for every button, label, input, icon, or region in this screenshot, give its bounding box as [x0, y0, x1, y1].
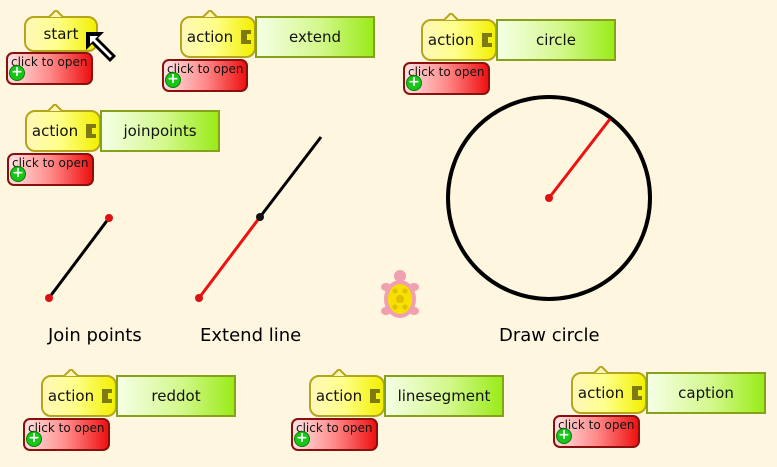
join-point-a — [45, 294, 53, 302]
joinpoints-open-button[interactable]: click to open + — [7, 153, 94, 186]
extend-action-label: action — [186, 28, 234, 46]
connector-icon — [241, 30, 251, 44]
join-points-figure — [45, 214, 113, 302]
linesegment-open-button[interactable]: click to open + — [291, 418, 378, 451]
arrow-cursor-icon — [86, 32, 116, 62]
drawn-circle — [446, 95, 652, 301]
open-label: click to open — [11, 55, 88, 69]
join-point-b — [105, 214, 113, 222]
linesegment-action-label: action — [315, 387, 363, 405]
circle-name: circle — [536, 31, 576, 49]
plus-icon[interactable]: + — [406, 75, 422, 91]
circle-action-hat[interactable]: action — [421, 13, 497, 61]
joinpoints-name: joinpoints — [123, 122, 197, 140]
start-label: start — [43, 25, 79, 43]
extend-extension — [258, 136, 323, 218]
extend-open-button[interactable]: click to open + — [162, 59, 248, 92]
connector-icon — [370, 389, 380, 403]
connector-icon — [86, 124, 96, 138]
join-line — [47, 217, 111, 299]
extend-segment — [197, 216, 262, 299]
connector-icon — [482, 33, 492, 47]
circle-action-label: action — [427, 31, 475, 49]
start-hat[interactable]: start — [24, 10, 98, 52]
linesegment-name: linesegment — [397, 387, 491, 405]
caption-extend-line: Extend line — [200, 325, 302, 346]
circle-center — [545, 194, 553, 202]
caption-action-label: action — [577, 384, 625, 402]
plus-icon[interactable]: + — [26, 431, 42, 447]
caption-name: caption — [678, 384, 734, 402]
extend-line-figure — [195, 136, 323, 302]
extend-name: extend — [289, 28, 341, 46]
extend-point-a — [195, 294, 203, 302]
open-label: click to open — [296, 421, 373, 435]
caption-open-button[interactable]: click to open + — [553, 415, 640, 448]
open-label: click to open — [28, 421, 105, 435]
plus-icon[interactable]: + — [165, 72, 181, 88]
joinpoints-action-label: action — [31, 122, 79, 140]
reddot-name-slot[interactable]: reddot — [116, 375, 236, 417]
reddot-action-label: action — [47, 387, 95, 405]
turtle-icon — [381, 270, 419, 318]
circle-radius — [547, 118, 612, 199]
reddot-open-button[interactable]: click to open + — [23, 418, 110, 451]
open-label: click to open — [558, 418, 635, 432]
extend-name-slot[interactable]: extend — [255, 16, 375, 58]
connector-icon — [102, 389, 112, 403]
connector-icon — [632, 386, 642, 400]
caption-draw-circle: Draw circle — [499, 325, 600, 346]
caption-name-slot[interactable]: caption — [646, 372, 766, 414]
caption-join-points: Join points — [48, 325, 142, 346]
plus-icon[interactable]: + — [556, 428, 572, 444]
circle-figure — [446, 95, 652, 301]
open-label: click to open — [12, 156, 89, 170]
open-label: click to open — [167, 62, 244, 76]
circle-open-button[interactable]: click to open + — [403, 62, 490, 95]
plus-icon[interactable]: + — [294, 431, 310, 447]
plus-icon[interactable]: + — [10, 166, 26, 182]
open-label: click to open — [408, 65, 485, 79]
plus-icon[interactable]: + — [9, 65, 25, 81]
joinpoints-name-slot[interactable]: joinpoints — [100, 110, 220, 152]
start-open-button[interactable]: click to open + — [6, 52, 93, 85]
reddot-name: reddot — [151, 387, 201, 405]
circle-name-slot[interactable]: circle — [496, 19, 616, 61]
extend-point-b — [256, 213, 264, 221]
linesegment-name-slot[interactable]: linesegment — [384, 375, 504, 417]
